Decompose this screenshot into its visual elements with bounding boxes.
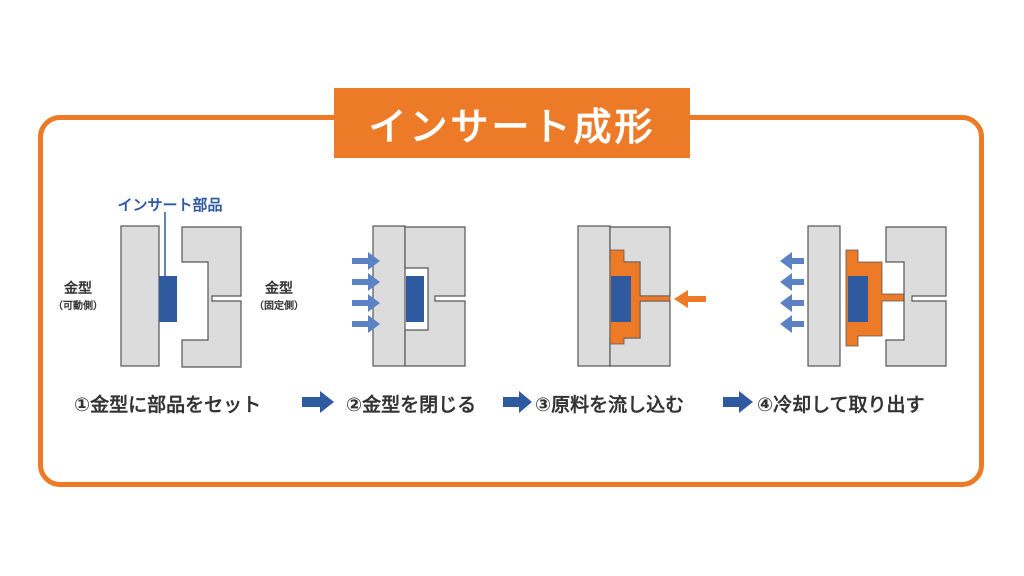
step1-insert-part (159, 276, 177, 322)
step4-mold-movable (807, 225, 841, 367)
flow-arrows (302, 391, 753, 413)
step3-illustration (577, 225, 706, 367)
step1-mold-fixed (181, 226, 242, 368)
step2-illustration (352, 225, 466, 367)
step2-push-arrows (352, 252, 380, 333)
release-arrow-1 (780, 252, 804, 270)
mold-fixed-label: 金型 （固定側） (244, 280, 314, 316)
step-1-label: ①金型に部品をセット (74, 394, 262, 416)
step3-mold-movable (577, 225, 611, 367)
step4-illustration (780, 225, 947, 367)
injection-arrow (674, 290, 706, 308)
step2-mold-movable (372, 225, 406, 367)
diagram-title: インサート成形 (334, 88, 690, 158)
release-arrow-2 (780, 273, 804, 291)
mold-fixed-sub: （固定側） (254, 301, 304, 312)
mold-fixed-title: 金型 (265, 281, 293, 297)
step1-illustration (120, 212, 242, 368)
step-4-label: ④冷却して取り出す (757, 394, 925, 416)
step2-mold-fixed (404, 226, 466, 367)
release-arrow-4 (780, 315, 804, 333)
mold-movable-label: 金型 （可動側） (48, 280, 108, 316)
push-arrow-4 (352, 315, 380, 333)
flow-arrow-1 (302, 391, 334, 413)
step1-mold-movable (120, 225, 160, 367)
step4-mold-fixed (885, 226, 947, 367)
mold-movable-title: 金型 (64, 281, 92, 297)
insert-part-label: インサート部品 (117, 196, 223, 214)
flow-arrow-3 (723, 391, 753, 413)
step3-insert-part (611, 276, 631, 322)
push-arrow-2 (352, 273, 380, 291)
step4-release-arrows (780, 252, 804, 333)
step4-insert-part (848, 276, 868, 322)
release-arrow-3 (780, 294, 804, 312)
step-3-label: ③原料を流し込む (535, 394, 685, 416)
flow-arrow-2 (503, 391, 532, 413)
push-arrow-1 (352, 252, 380, 270)
mold-movable-sub: （可動側） (53, 301, 103, 312)
push-arrow-3 (352, 294, 380, 312)
step2-insert-part (406, 276, 424, 322)
step-2-label: ②金型を閉じる (346, 394, 477, 416)
